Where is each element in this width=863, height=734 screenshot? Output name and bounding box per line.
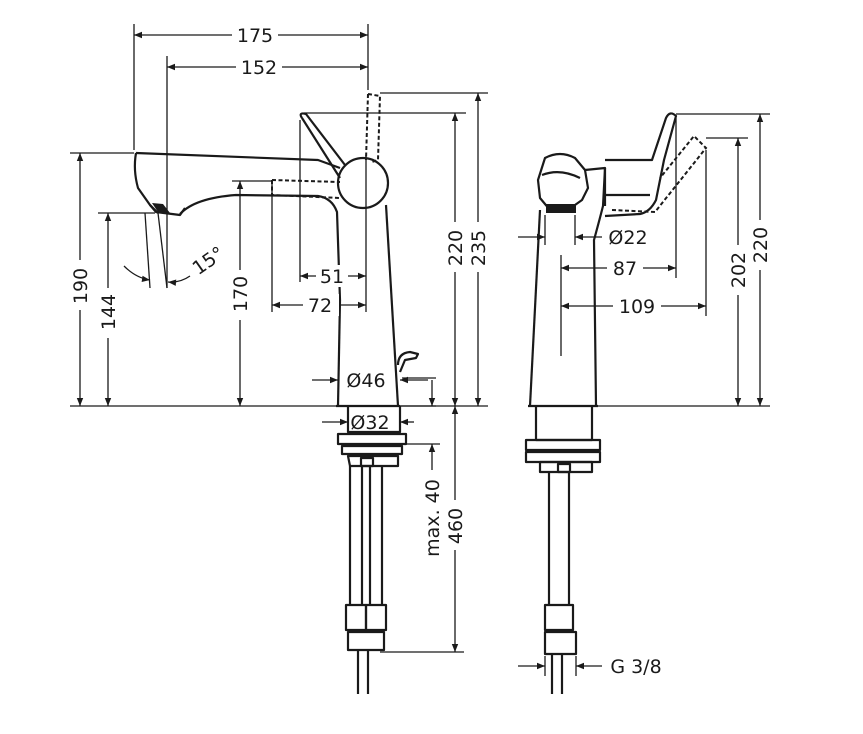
dim-220-front: 220 xyxy=(445,230,467,266)
dim-51: 51 xyxy=(320,266,344,288)
front-mounting-parts xyxy=(336,406,408,694)
side-extension-lines xyxy=(544,113,770,676)
front-handle-lifted xyxy=(271,93,382,199)
dim-460: 460 xyxy=(445,508,467,544)
dim-170: 170 xyxy=(230,276,252,312)
dim-175: 175 xyxy=(237,25,273,47)
dim-72: 72 xyxy=(308,295,332,317)
side-handle-lifted xyxy=(611,134,708,214)
dim-max40: max. 40 xyxy=(422,479,444,557)
dim-235: 235 xyxy=(468,230,490,266)
dim-190: 190 xyxy=(70,268,92,304)
dim-d46: Ø46 xyxy=(346,370,385,392)
dim-d32: Ø32 xyxy=(350,412,389,434)
dim-109: 109 xyxy=(619,296,655,318)
dim-144: 144 xyxy=(98,294,120,330)
side-dimension-lines xyxy=(518,114,764,670)
side-mounting-parts xyxy=(524,406,602,694)
dim-15-degree: 15° xyxy=(188,242,228,279)
dim-152: 152 xyxy=(241,57,277,79)
dim-220-side: 220 xyxy=(750,227,772,263)
dim-202: 202 xyxy=(728,252,750,288)
side-dimension-labels: Ø22 87 109 202 220 G 3/8 xyxy=(607,220,772,678)
front-extension-lines xyxy=(70,24,488,653)
dim-d22: Ø22 xyxy=(608,227,647,249)
dim-87: 87 xyxy=(613,258,637,280)
side-faucet-body xyxy=(528,112,678,408)
front-dimension-labels: 175 152 235 220 190 144 170 15° 51 72 Ø4… xyxy=(70,24,490,557)
side-view: Ø22 87 109 202 220 G 3/8 xyxy=(518,112,772,694)
dim-g38: G 3/8 xyxy=(610,656,661,678)
front-view: 175 152 235 220 190 144 170 15° 51 72 Ø4… xyxy=(70,24,490,694)
front-faucet-body xyxy=(133,112,420,408)
front-dimension-lines xyxy=(76,31,482,652)
